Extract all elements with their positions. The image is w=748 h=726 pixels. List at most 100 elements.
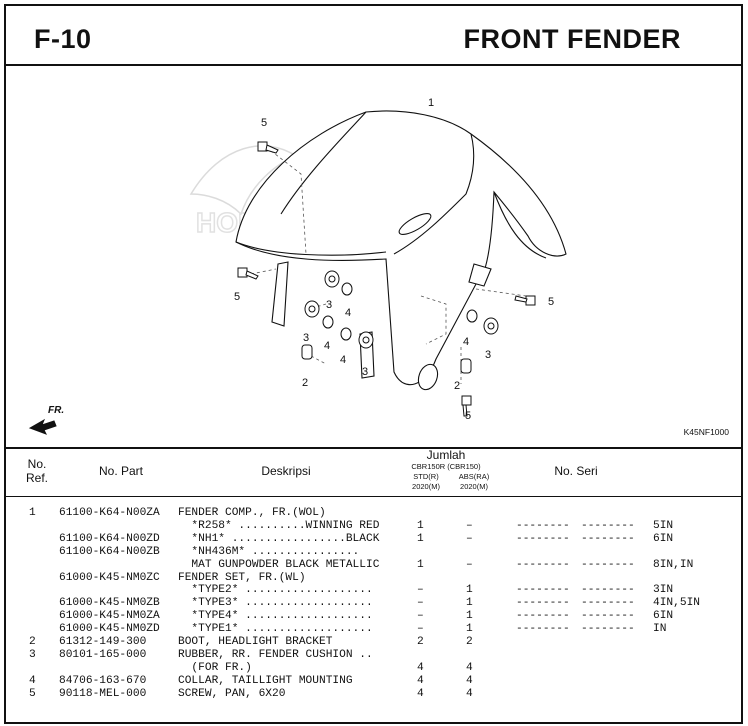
cell-part: 61100-K64-N00ZB xyxy=(59,545,160,558)
cell-ref: 5 xyxy=(29,687,36,700)
cell-s3: 5IN xyxy=(653,519,674,532)
cell-std: – xyxy=(417,597,424,610)
col-abs-line2: 2020(M) xyxy=(460,482,488,491)
cell-s2: -------- xyxy=(581,532,635,545)
screw-top xyxy=(257,141,279,154)
cell-s1: -------- xyxy=(516,584,570,597)
cell-s3: 6IN xyxy=(653,532,674,545)
callout-4d: 4 xyxy=(463,336,469,348)
cell-abs: 4 xyxy=(466,687,473,700)
diagram-code: K45NF1000 xyxy=(683,427,729,437)
cell-desc: *NH436M* ................ xyxy=(178,545,360,558)
section-code: F-10 xyxy=(34,24,92,54)
cell-desc: RUBBER, RR. FENDER CUSHION .. xyxy=(178,648,373,661)
screw-right xyxy=(514,295,536,306)
cell-std: 4 xyxy=(417,661,424,674)
col-noref: No. Ref. xyxy=(20,457,54,485)
cell-s3: IN xyxy=(653,623,667,636)
col-jumlah: Jumlah xyxy=(426,448,466,462)
cell-abs: 1 xyxy=(466,623,473,636)
cell-ref: 3 xyxy=(29,648,36,661)
cell-abs: 4 xyxy=(466,661,473,674)
cell-std: 1 xyxy=(417,519,424,532)
cell-part: 84706-163-670 xyxy=(59,674,147,687)
cell-abs: 1 xyxy=(466,584,473,597)
cell-s3: 3IN xyxy=(653,584,674,597)
col-noref-line1: No. xyxy=(27,457,47,471)
col-abs: ABS(RA) 2020(M) xyxy=(454,472,494,492)
cell-std: – xyxy=(417,610,424,623)
cell-abs: 4 xyxy=(466,674,473,687)
cell-desc: SCREW, PAN, 6X20 xyxy=(178,687,286,700)
exploded-diagram: HONDA xyxy=(28,97,567,435)
cell-desc: *TYPE1* ................... xyxy=(178,623,373,636)
cell-s1: -------- xyxy=(516,610,570,623)
callout-4c: 4 xyxy=(340,354,346,366)
col-serial: No. Seri xyxy=(554,464,598,478)
cell-part: 61000-K45-NM0ZA xyxy=(59,610,160,623)
cell-ref: 1 xyxy=(29,507,36,519)
table-header-rule xyxy=(6,496,741,497)
callout-3c: 3 xyxy=(362,366,368,378)
cell-desc: *R258* ..........WINNING RED xyxy=(178,519,380,532)
callout-2b: 2 xyxy=(454,380,460,392)
cell-s1: -------- xyxy=(516,532,570,545)
hardware xyxy=(28,141,536,435)
col-noref-line2: Ref. xyxy=(25,471,48,485)
cell-std: 4 xyxy=(417,674,424,687)
col-std: STD(R) 2020(M) xyxy=(406,472,446,492)
col-part: No. Part xyxy=(98,464,143,478)
cell-part: 61100-K64-N00ZD xyxy=(59,532,160,545)
cell-desc: (FOR FR.) xyxy=(178,661,252,674)
cell-desc: *TYPE2* ................... xyxy=(178,584,373,597)
screw-left xyxy=(237,267,259,280)
col-std-line1: STD(R) xyxy=(413,472,439,481)
cell-std: 4 xyxy=(417,687,424,700)
cell-part: 80101-165-000 xyxy=(59,648,147,661)
callout-3b: 3 xyxy=(303,332,309,344)
cell-s1: -------- xyxy=(516,519,570,532)
page-title: FRONT FENDER xyxy=(463,24,681,54)
cell-s2: -------- xyxy=(581,584,635,597)
screw-bottom xyxy=(461,395,472,417)
cell-abs: – xyxy=(466,532,473,545)
cell-ref: 4 xyxy=(29,674,36,687)
callout-5c: 5 xyxy=(548,296,554,308)
cell-abs: 2 xyxy=(466,636,473,648)
cell-std: – xyxy=(417,584,424,597)
page-header: F-10 FRONT FENDER xyxy=(6,6,741,66)
cell-desc: FENDER COMP., FR.(WOL) xyxy=(178,507,326,519)
cell-part: 61000-K45-NM0ZC xyxy=(59,571,160,584)
cell-s2: -------- xyxy=(581,519,635,532)
callout-4b: 4 xyxy=(324,340,330,352)
cell-desc: *TYPE3* ................... xyxy=(178,597,373,610)
col-std-line2: 2020(M) xyxy=(412,482,440,491)
page-frame: F-10 FRONT FENDER HONDA xyxy=(4,4,743,724)
callout-2a: 2 xyxy=(302,377,308,389)
callout-5a: 5 xyxy=(261,117,267,129)
callout-4a: 4 xyxy=(345,307,351,319)
col-jumlah-models: CBR150R (CBR150) xyxy=(411,462,481,471)
cell-part: 90118-MEL-000 xyxy=(59,687,147,700)
cell-s3: 6IN xyxy=(653,610,674,623)
cell-part: 61312-149-300 xyxy=(59,636,147,648)
cell-desc: *TYPE4* ................... xyxy=(178,610,373,623)
cell-s1: -------- xyxy=(516,597,570,610)
cell-s3: 8IN,IN xyxy=(653,558,694,571)
callout-5b: 5 xyxy=(234,291,240,303)
cell-desc: MAT GUNPOWDER BLACK METALLIC xyxy=(178,558,380,571)
callout-3d: 3 xyxy=(485,349,491,361)
cell-part: 61000-K45-NM0ZB xyxy=(59,597,160,610)
cell-part: 61000-K45-NM0ZD xyxy=(59,623,160,636)
cell-abs: – xyxy=(466,519,473,532)
cell-s2: -------- xyxy=(581,597,635,610)
callout-5d: 5 xyxy=(465,410,471,422)
col-abs-line1: ABS(RA) xyxy=(458,472,490,481)
cell-s1: -------- xyxy=(516,623,570,636)
cell-desc: BOOT, HEADLIGHT BRACKET xyxy=(178,636,333,648)
callout-1: 1 xyxy=(428,97,434,109)
front-direction-label: FR. xyxy=(48,405,65,416)
cell-desc: COLLAR, TAILLIGHT MOUNTING xyxy=(178,674,353,687)
cell-abs: 1 xyxy=(466,610,473,623)
col-desc: Deskripsi xyxy=(261,464,311,478)
